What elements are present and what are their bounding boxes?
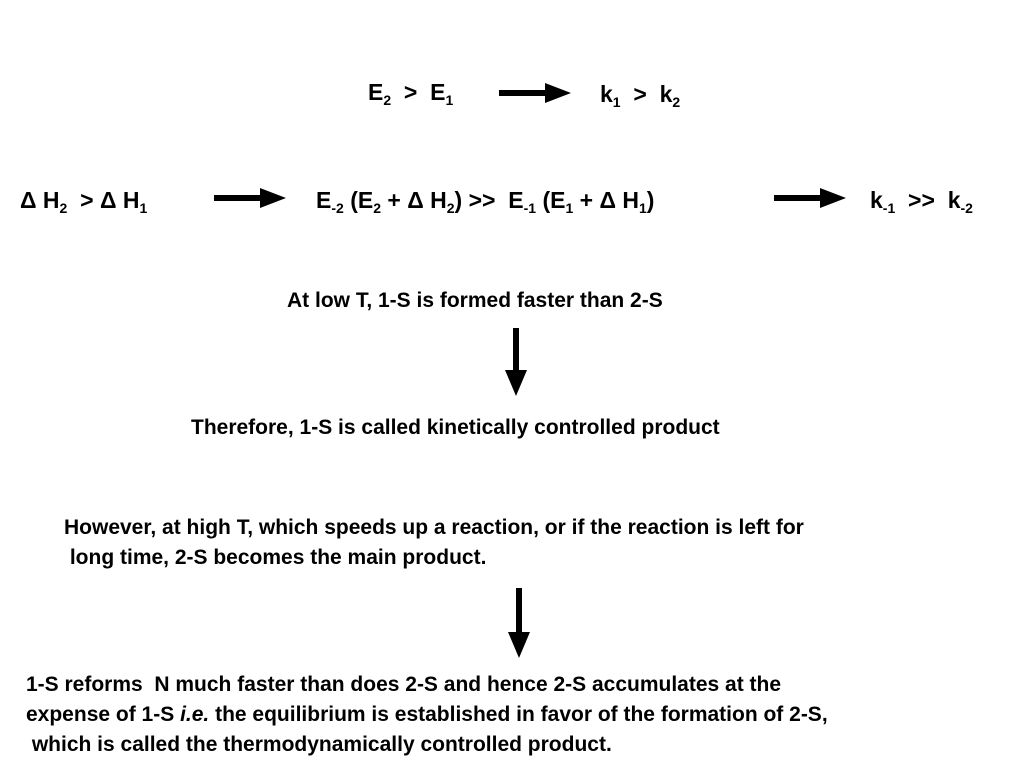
symbol-h: H xyxy=(622,187,639,213)
symbol-e: E xyxy=(508,187,524,213)
subscript: -1 xyxy=(882,200,896,216)
statement-thermodynamic-line2: expense of 1-S i.e. the equilibrium is e… xyxy=(26,700,828,730)
operator: > xyxy=(633,81,647,107)
equation-rate-constant-comparison: k1 > k2 xyxy=(600,80,681,110)
subscript: 2 xyxy=(373,200,381,216)
symbol-e: (E xyxy=(350,187,374,213)
operator: > xyxy=(403,79,418,105)
delta-symbol: Δ xyxy=(599,187,616,213)
symbol-k: k xyxy=(659,81,673,107)
subscript: 2 xyxy=(383,92,392,108)
symbol-k: k xyxy=(870,187,883,213)
right-arrow-icon xyxy=(214,188,286,208)
down-arrow-icon xyxy=(505,328,527,396)
subscript: 1 xyxy=(445,92,454,108)
symbol-h: H xyxy=(430,187,447,213)
subscript: 1 xyxy=(639,200,647,216)
operator: >> xyxy=(908,187,935,213)
line2-prefix: expense of 1-S xyxy=(26,703,181,726)
equation-energy-comparison: E2 > E1 xyxy=(368,78,454,108)
subscript: 1 xyxy=(612,94,621,110)
symbol-e: E xyxy=(430,79,446,105)
operator: ) xyxy=(646,187,655,213)
subscript: 2 xyxy=(672,94,681,110)
subscript: 1 xyxy=(139,200,148,216)
operator: ) >> xyxy=(454,187,496,213)
operator: + xyxy=(387,187,401,213)
symbol-h: H xyxy=(122,187,140,213)
subscript: 2 xyxy=(59,200,68,216)
statement-thermodynamic-line1: 1-S reforms N much faster than does 2-S … xyxy=(26,673,782,696)
equation-activation-energy-comparison: E-2 (E2 + Δ H2) >> E-1 (E1 + Δ H1) xyxy=(316,186,655,216)
symbol-e: E xyxy=(316,187,332,213)
statement-thermodynamic-line3: which is called the thermodynamically co… xyxy=(26,733,612,756)
right-arrow-icon xyxy=(499,83,571,103)
statement-kinetic-product: Therefore, 1-S is called kinetically con… xyxy=(191,416,720,439)
statement-low-temperature: At low T, 1-S is formed faster than 2-S xyxy=(287,289,663,312)
symbol-e: E xyxy=(368,79,384,105)
subscript: 2 xyxy=(446,200,455,216)
right-arrow-icon xyxy=(774,188,846,208)
subscript: 1 xyxy=(565,200,574,216)
subscript: -2 xyxy=(331,200,344,216)
delta-symbol: Δ xyxy=(407,187,424,213)
delta-symbol: Δ xyxy=(20,187,37,213)
operator: > xyxy=(80,187,94,213)
statement-high-temperature-line1: However, at high T, which speeds up a re… xyxy=(64,516,804,539)
equation-enthalpy-comparison: Δ H2 > Δ H1 xyxy=(20,186,148,216)
equation-reverse-rate-comparison: k-1 >> k-2 xyxy=(870,186,973,216)
ie-abbreviation: i.e. xyxy=(180,703,210,726)
down-arrow-icon xyxy=(508,588,530,658)
delta-symbol: Δ xyxy=(99,187,117,213)
line2-suffix: the equilibrium is established in favor … xyxy=(209,703,828,726)
symbol-k: k xyxy=(947,187,961,213)
symbol-h: H xyxy=(42,187,60,213)
symbol-k: k xyxy=(600,81,613,107)
subscript: -2 xyxy=(960,200,973,216)
statement-high-temperature-line2: long time, 2-S becomes the main product. xyxy=(64,546,487,569)
symbol-e: (E xyxy=(542,187,566,213)
subscript: -1 xyxy=(523,200,537,216)
operator: + xyxy=(579,187,594,213)
